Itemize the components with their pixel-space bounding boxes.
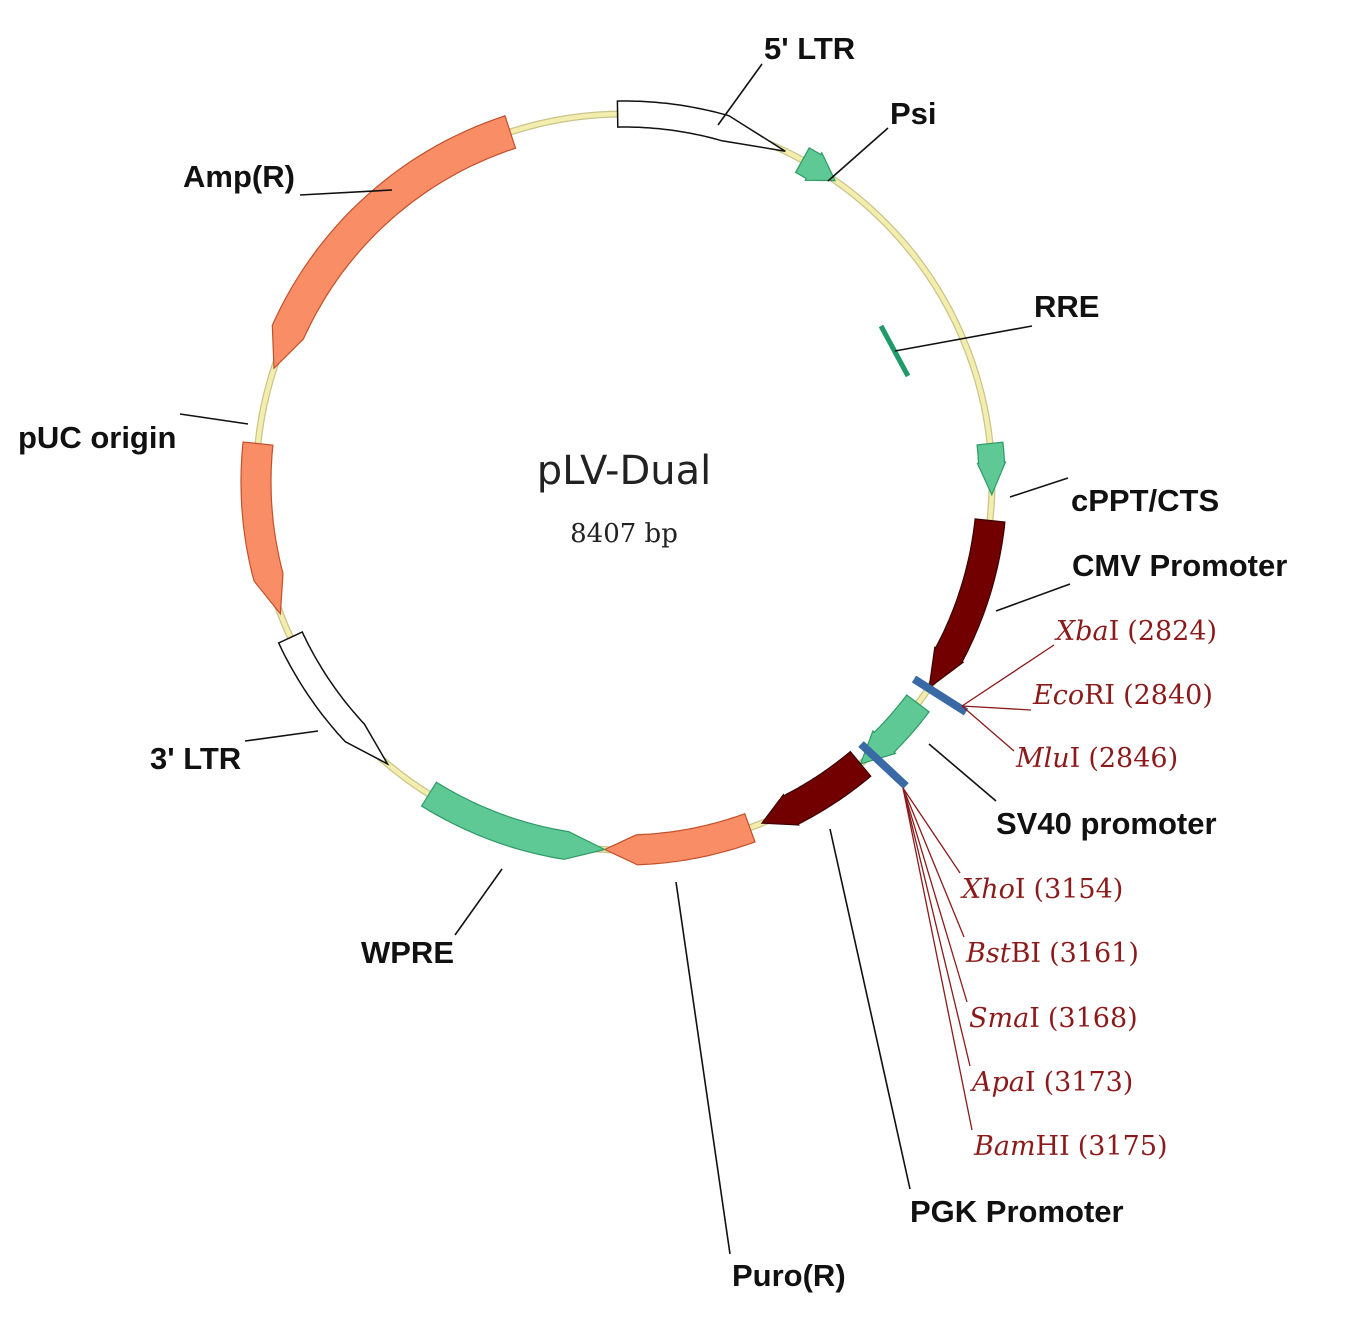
site-label-xho: XhoI (3154) xyxy=(960,874,1123,905)
plasmid-name: pLV-Dual xyxy=(537,448,712,494)
site-position: (2840) xyxy=(1123,680,1213,711)
leader-cppt xyxy=(1009,477,1069,498)
site-position: (3173) xyxy=(1044,1067,1134,1098)
leader-pgk xyxy=(829,828,911,1190)
leader-sv40 xyxy=(928,743,997,802)
site-label-bst: BstBI(3161) xyxy=(965,938,1139,969)
cmv-arrow[interactable] xyxy=(928,518,1006,690)
plasmid-size: 8407 bp xyxy=(570,519,678,549)
puro-arrow[interactable] xyxy=(603,812,756,866)
site-position: (3154) xyxy=(1034,874,1124,905)
site-position: (3161) xyxy=(1049,938,1139,969)
leader-site-xho xyxy=(902,787,961,874)
site-suffix: I xyxy=(1109,616,1120,647)
leader-site-bst xyxy=(902,787,965,938)
leader-ltr3 xyxy=(244,730,319,742)
ltr3-arrow[interactable] xyxy=(277,630,390,766)
label-puc: pUC origin xyxy=(18,420,176,455)
site-enzyme: Xho xyxy=(960,874,1015,905)
leader-rre xyxy=(894,325,1033,352)
puc-arrow[interactable] xyxy=(240,441,284,616)
site-suffix: I xyxy=(1015,874,1026,905)
label-cmv: CMV Promoter xyxy=(1072,548,1287,583)
site-suffix: I xyxy=(1029,1003,1040,1034)
site-suffix: I xyxy=(1025,1067,1036,1098)
leader-site-mlu xyxy=(961,705,1015,752)
site-label-bam: BamHI (3175) xyxy=(973,1131,1168,1162)
site-label-eco: EcoRI (2840) xyxy=(1032,680,1213,711)
site-enzyme: Bst xyxy=(965,938,1011,969)
label-sv40: SV40 promoter xyxy=(996,806,1217,841)
leader-site-eco xyxy=(961,705,1032,711)
site-position: (2824) xyxy=(1127,616,1217,647)
site-enzyme: Apa xyxy=(969,1067,1025,1098)
site-label-sma: SmaI (3168) xyxy=(969,1003,1138,1034)
ltr5-arrow[interactable] xyxy=(616,100,786,152)
label-psi: Psi xyxy=(890,96,937,131)
label-ltr5: 5' LTR xyxy=(764,31,855,66)
site-label-xba: XbaI(2824) xyxy=(1054,616,1217,647)
site-marker-lower xyxy=(858,741,909,789)
leader-amp xyxy=(299,189,393,196)
site-marker-upper xyxy=(911,675,969,716)
rre-tick[interactable] xyxy=(878,324,911,378)
site-enzyme: Sma xyxy=(969,1003,1029,1034)
leader-psi xyxy=(827,127,889,182)
leader-cmv xyxy=(995,583,1071,612)
wpre-arrow[interactable] xyxy=(420,781,607,860)
site-suffix: BI xyxy=(1011,938,1042,969)
leader-site-xba xyxy=(961,644,1055,707)
label-pgk: PGK Promoter xyxy=(910,1194,1124,1229)
leader-site-bam xyxy=(902,787,973,1131)
label-wpre: WPRE xyxy=(361,935,454,970)
site-position: (3168) xyxy=(1048,1003,1138,1034)
leader-site-apa xyxy=(902,787,971,1067)
site-enzyme: Xba xyxy=(1054,616,1109,647)
site-enzyme: Mlu xyxy=(1015,743,1070,774)
site-suffix: I xyxy=(1070,743,1081,774)
site-enzyme: Eco xyxy=(1032,680,1084,711)
pgk-arrow[interactable] xyxy=(760,750,872,826)
site-label-mlu: MluI(2846) xyxy=(1015,743,1178,774)
label-puro: Puro(R) xyxy=(732,1258,846,1293)
site-suffix: HI xyxy=(1036,1131,1070,1162)
leader-puc xyxy=(179,413,249,425)
psi-arrow[interactable] xyxy=(794,147,837,182)
label-rre: RRE xyxy=(1034,289,1099,324)
leader-wpre xyxy=(454,868,503,936)
site-label-apa: ApaI (3173) xyxy=(969,1067,1133,1098)
label-ltr3: 3' LTR xyxy=(150,741,241,776)
site-position: (2846) xyxy=(1088,743,1178,774)
site-position: (3175) xyxy=(1078,1131,1168,1162)
leader-ltr5 xyxy=(717,63,763,126)
amp-arrow[interactable] xyxy=(271,115,517,370)
cppt-arrow[interactable] xyxy=(976,441,1007,497)
label-cppt: cPPT/CTS xyxy=(1071,483,1219,518)
leader-site-sma xyxy=(902,787,968,1003)
leader-puro xyxy=(675,881,731,1255)
site-enzyme: Bam xyxy=(973,1131,1036,1162)
label-amp: Amp(R) xyxy=(183,159,295,194)
site-suffix: RI xyxy=(1084,680,1115,711)
